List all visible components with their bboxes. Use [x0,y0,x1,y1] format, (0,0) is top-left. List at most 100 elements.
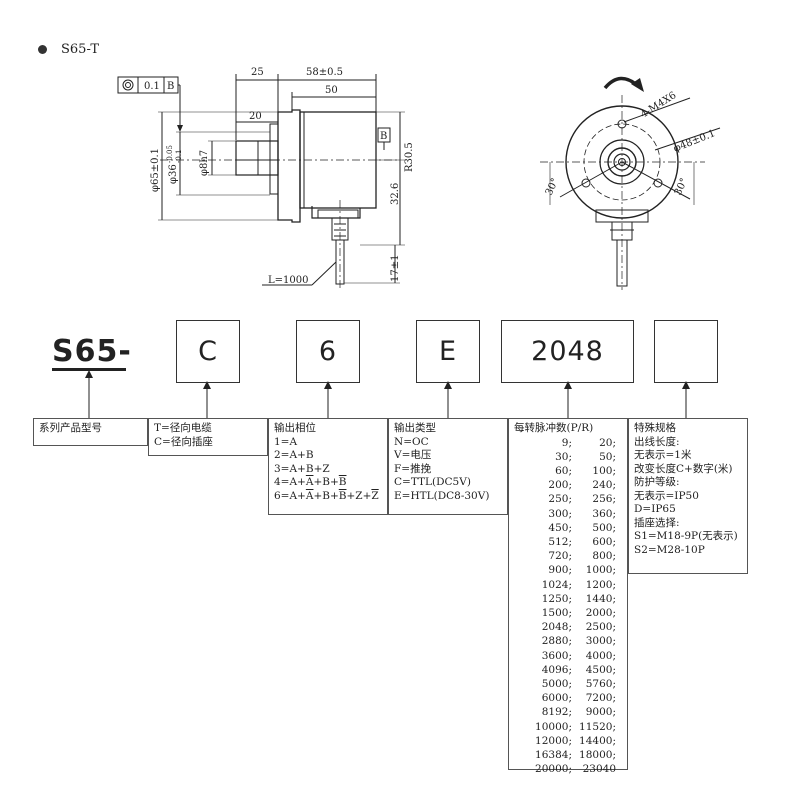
ppr-grid: 9; 20; 30; 50; 60; 100; 200; 240; 250; 256; 300; 36… [514,436,622,777]
desc-ppr: 每转脉冲数(P/R) 9; 20; 30; 50; 60; 100; 200; 240; 250… [508,418,628,775]
ppr-value: 6000; [541,692,572,705]
desc-series: 系列产品型号 [33,418,148,446]
desc-phase-line: 2=A+B [274,449,314,461]
code-box-ppr: 2048 [501,320,634,383]
desc-ppr-title: 每转脉冲数(P/R) [514,422,594,434]
ppr-value: 50; [599,450,616,463]
ppr-value: 200; [548,479,572,492]
ppr-value: 60; [555,464,572,477]
ppr-value: 360; [592,507,616,520]
desc-output-line: F=推挽 [394,462,432,475]
mount-hole-icon [617,119,627,129]
ppr-value: 720; [548,550,572,563]
model-label: S65-T [38,42,99,57]
desc-special-line: 插座选择: [634,516,680,529]
ppr-value: 1250; [541,592,572,605]
pcd-spec: φ48±0.1 [672,128,717,155]
ppr-value: 2048; [541,621,572,634]
prefix-underline [52,368,126,371]
ppr-value: 20; [599,436,616,449]
datum-b: B [380,131,387,142]
ppr-value: 20000; [535,763,572,776]
ppr-value: 256; [592,493,616,506]
desc-special-line: 无表示=1米 [634,449,692,461]
desc-series-title: 系列产品型号 [39,422,102,434]
tolerance-datum: B [167,81,174,92]
cable-length: L=1000 [268,275,308,286]
ppr-value: 100; [592,464,616,477]
desc-phase-title: 输出相位 [274,422,316,434]
ppr-value: 2880; [541,635,572,648]
desc-special-line: 改变长度C+数字(米) [634,462,733,475]
ppr-value: 12000; [535,734,572,747]
ppr-value: 7200; [585,692,616,705]
desc-phase-line: 1=A [274,435,298,448]
ppr-value: 2000; [585,606,616,619]
dim-d65: φ65±0.1 [150,148,161,192]
code-box-special [654,320,718,383]
desc-special: 特殊规格 出线长度: 无表示=1米 改变长度C+数字(米) 防护等级: 无表示=… [628,418,748,574]
dim-25: 25 [251,67,264,78]
ppr-value: 1500; [541,606,572,619]
bullet-icon [38,45,47,54]
desc-output-title: 输出类型 [394,422,436,434]
front-view: 30° 30° 4-M4X6 φ48±0.1 [540,76,721,290]
dim-d36-tol-upper: -0.05 [166,145,174,163]
ppr-value: 30; [555,450,572,463]
code-prefix: S65- [52,334,132,369]
ppr-value: 1024; [541,578,572,591]
ppr-value: 900; [548,564,572,577]
ppr-value: 250; [548,493,572,506]
desc-phase-line: 4=A+A+B+B [274,476,347,488]
ppr-value: 240; [592,479,616,492]
cable [335,239,345,285]
ppr-value: 9; [561,436,572,449]
desc-phase: 输出相位 1=A 2=A+B 3=A+B+Z 4=A+A+B+B 6=A+A+B… [268,418,388,515]
dim-r30: R30.5 [404,142,415,172]
code-connectors [85,370,690,418]
desc-output: 输出类型 N=OC V=电压 F=推挽 C=TTL(DC5V) E=HTL(DC… [388,418,508,515]
ppr-value: 450; [548,521,572,534]
desc-output-line: E=HTL(DC8-30V) [394,489,490,502]
mount-hole-icon [581,178,591,188]
dim-50: 50 [325,85,338,96]
front-cable [616,239,628,287]
dim-58: 58±0.5 [306,67,343,78]
ppr-value: 11520; [579,720,616,733]
ppr-value: 512; [548,535,572,548]
dim-d8h7: φ8h7 [199,150,210,176]
ppr-value: 1440; [585,592,616,605]
desc-special-line: 出线长度: [634,435,680,448]
dim-d36: φ36 [168,164,179,184]
dim-17: 17±1 [390,255,401,282]
ppr-value: 9000; [585,706,616,719]
desc-output-line: N=OC [394,435,429,448]
code-box-output: E [416,320,480,383]
ppr-value: 3600; [541,649,572,662]
thread-spec: 4-M4X6 [639,90,679,120]
ppr-value: 1200; [585,578,616,591]
ppr-value: 800; [592,550,616,563]
ppr-value: 16384; [535,748,572,761]
desc-outlet: T=径向电缆 C=径向插座 [148,418,268,456]
ppr-value: 5760; [585,677,616,690]
dim-20: 20 [249,111,262,122]
ppr-value: 5000; [541,677,572,690]
ppr-value: 1000; [585,564,616,577]
desc-special-title: 特殊规格 [634,422,676,434]
desc-special-line: D=IP65 [634,503,676,515]
dim-32: 32.6 [390,183,401,205]
ppr-value: 600; [592,535,616,548]
desc-output-line: V=电压 [394,449,432,461]
ppr-value: 300; [548,507,572,520]
desc-special-line: 无表示=IP50 [634,489,699,502]
ppr-value: 18000; [579,748,616,761]
tolerance-value: 0.1 [144,81,160,92]
angle-left: 30° [544,177,561,198]
desc-output-line: C=TTL(DC5V) [394,476,471,488]
model-name: S65-T [61,42,100,57]
ppr-value: 4000; [585,649,616,662]
ppr-value: 23040 [582,763,616,776]
side-view: 0.1 B 25 58±0.5 50 [117,67,415,290]
